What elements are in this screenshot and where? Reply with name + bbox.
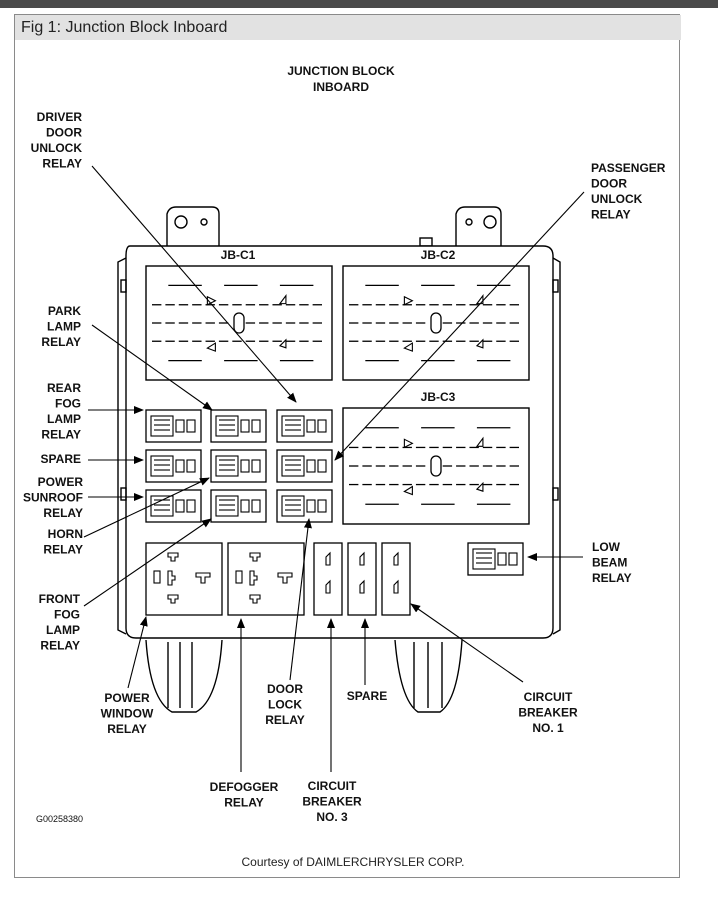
relay-slot-col2-2 [210, 449, 267, 483]
svg-text:RELAY: RELAY [224, 796, 264, 810]
relay-slot-low-beam [467, 542, 524, 576]
svg-text:WINDOW: WINDOW [101, 707, 154, 721]
svg-text:RELAY: RELAY [43, 506, 83, 520]
courtesy-note: Courtesy of DAIMLERCHRYSLER CORP. [242, 855, 465, 869]
connector-jb-c3 [342, 407, 530, 525]
svg-text:RELAY: RELAY [41, 335, 81, 349]
label-horn-relay: HORN RELAY [43, 527, 83, 557]
connector-jb-c2 [342, 265, 530, 381]
svg-text:DOOR: DOOR [591, 177, 627, 191]
relay-slot-col1-1 [145, 409, 202, 443]
svg-text:CIRCUIT: CIRCUIT [308, 779, 357, 793]
figure-title: Fig 1: Junction Block Inboard [15, 15, 681, 40]
svg-text:UNLOCK: UNLOCK [591, 192, 643, 206]
svg-text:FOG: FOG [55, 397, 81, 411]
svg-text:RELAY: RELAY [265, 713, 305, 727]
svg-text:LAMP: LAMP [47, 412, 81, 426]
svg-text:UNLOCK: UNLOCK [31, 141, 83, 155]
label-defogger-relay: DEFOGGER RELAY [210, 780, 279, 810]
svg-text:REAR: REAR [47, 381, 81, 395]
svg-text:BREAKER: BREAKER [518, 706, 578, 720]
svg-text:FOG: FOG [54, 608, 80, 622]
svg-text:PASSENGER: PASSENGER [591, 161, 666, 175]
connector-jb-c3-label: JB-C3 [421, 390, 456, 404]
connector-jb-c2-label: JB-C2 [421, 248, 456, 262]
svg-text:FRONT: FRONT [39, 592, 81, 606]
svg-text:LAMP: LAMP [47, 320, 81, 334]
heading-line-1: JUNCTION BLOCK [287, 64, 395, 78]
label-spare-left: SPARE [41, 452, 81, 466]
svg-text:DRIVER: DRIVER [37, 110, 83, 124]
leader-lines [83, 165, 585, 772]
svg-text:RELAY: RELAY [40, 639, 80, 653]
svg-text:NO. 3: NO. 3 [316, 810, 348, 824]
svg-text:BEAM: BEAM [592, 556, 627, 570]
svg-text:RELAY: RELAY [41, 428, 81, 442]
relay-slot-col2-1 [210, 409, 267, 443]
svg-text:CIRCUIT: CIRCUIT [524, 690, 573, 704]
relay-slots [145, 409, 524, 616]
connector-jb-c1 [145, 265, 333, 381]
label-spare-bottom: SPARE [347, 689, 387, 703]
svg-text:RELAY: RELAY [592, 571, 632, 585]
breaker-slot-spare [347, 542, 377, 616]
top-bar [0, 0, 718, 8]
relay-slot-col3-3 [276, 489, 333, 523]
svg-text:POWER: POWER [38, 475, 84, 489]
svg-text:NO. 1: NO. 1 [532, 721, 564, 735]
connector-jb-c1-label: JB-C1 [221, 248, 256, 262]
svg-text:SPARE: SPARE [347, 689, 387, 703]
svg-text:DEFOGGER: DEFOGGER [210, 780, 279, 794]
svg-text:DOOR: DOOR [267, 682, 303, 696]
diagram-heading: JUNCTION BLOCK INBOARD [287, 64, 395, 94]
svg-text:RELAY: RELAY [591, 208, 631, 222]
svg-text:LOCK: LOCK [268, 698, 302, 712]
relay-slot-col1-2 [145, 449, 202, 483]
relay-slot-power-window [145, 542, 223, 616]
svg-text:HORN: HORN [48, 527, 83, 541]
svg-text:SUNROOF: SUNROOF [23, 491, 83, 505]
svg-text:DOOR: DOOR [46, 126, 82, 140]
figure-code: G00258380 [36, 814, 83, 824]
svg-text:PARK: PARK [48, 304, 81, 318]
svg-text:BREAKER: BREAKER [302, 795, 362, 809]
svg-text:RELAY: RELAY [43, 543, 83, 557]
svg-text:LAMP: LAMP [46, 623, 80, 637]
svg-text:SPARE: SPARE [41, 452, 81, 466]
svg-text:POWER: POWER [104, 691, 150, 705]
breaker-slot-no1 [381, 542, 411, 616]
svg-text:RELAY: RELAY [42, 157, 82, 171]
breaker-slot-no3 [313, 542, 343, 616]
heading-line-2: INBOARD [313, 80, 369, 94]
relay-slot-col2-3 [210, 489, 267, 523]
svg-text:LOW: LOW [592, 540, 621, 554]
relay-slot-col3-1 [276, 409, 333, 443]
svg-text:RELAY: RELAY [107, 722, 147, 736]
relay-slot-defogger [227, 542, 305, 616]
relay-slot-col3-2 [276, 449, 333, 483]
